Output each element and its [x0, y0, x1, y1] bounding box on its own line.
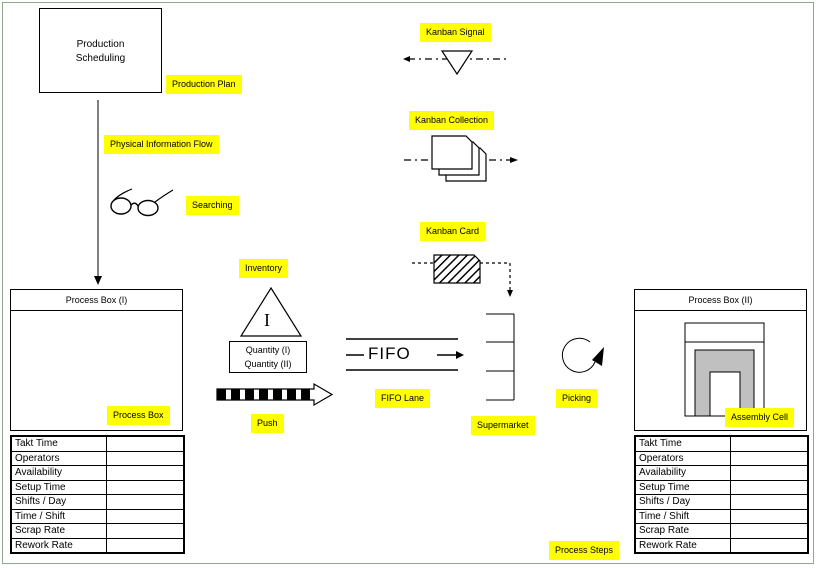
data-row: Takt Time [634, 435, 809, 452]
data-row-label: Takt Time [634, 435, 731, 452]
label-physical-information-flow: Physical Information Flow [104, 135, 219, 154]
label-kanban-collection: Kanban Collection [409, 111, 495, 130]
data-row-label: Setup Time [634, 479, 731, 495]
data-row-label: Scrap Rate [10, 523, 107, 539]
label-inventory: Inventory [239, 259, 289, 278]
data-row-value [106, 435, 185, 452]
label-supermarket: Supermarket [471, 416, 535, 435]
process-box-1-title: Process Box (I) [11, 290, 182, 311]
data-row-value [106, 450, 185, 466]
label-searching: Searching [186, 196, 239, 215]
kanban-signal-icon [403, 50, 506, 76]
fifo-lane-icon [346, 338, 464, 371]
data-row-label: Shifts / Day [634, 494, 731, 510]
fifo-text: FIFO [368, 344, 411, 363]
data-row: Scrap Rate [634, 523, 809, 539]
inventory-letter: I [264, 310, 270, 330]
data-row-label: Setup Time [10, 479, 107, 495]
data-row-value [730, 508, 809, 524]
data-row-label: Scrap Rate [634, 523, 731, 539]
data-row-label: Time / Shift [10, 508, 107, 524]
data-row: Rework Rate [634, 537, 809, 554]
supermarket-icon [486, 313, 515, 401]
data-row-label: Time / Shift [634, 508, 731, 524]
data-row-label: Rework Rate [634, 537, 731, 554]
data-row: Setup Time [634, 479, 809, 495]
data-row-value [730, 450, 809, 466]
data-row-value [106, 508, 185, 524]
data-row: Scrap Rate [10, 523, 185, 539]
data-row: Availability [10, 465, 185, 481]
data-row-value [730, 494, 809, 510]
process-box-2-title: Process Box (II) [635, 290, 806, 311]
data-row-label: Availability [10, 465, 107, 481]
data-row-value [730, 523, 809, 539]
data-row: Setup Time [10, 479, 185, 495]
label-kanban-card: Kanban Card [420, 222, 486, 241]
data-row-label: Operators [10, 450, 107, 466]
label-process-box: Process Box [107, 406, 170, 425]
production-scheduling-box: Production Scheduling [39, 8, 162, 93]
push-arrow-icon [216, 382, 334, 407]
quantity-1: Quantity (I) [245, 345, 291, 355]
information-flow-arrow [94, 100, 102, 285]
quantity-box: Quantity (I) Quantity (II) [229, 341, 307, 373]
data-row-value [730, 537, 809, 554]
data-row-value [106, 479, 185, 495]
data-row: Time / Shift [634, 508, 809, 524]
label-production-plan: Production Plan [166, 75, 242, 94]
label-picking: Picking [556, 389, 598, 408]
data-row-value [730, 435, 809, 452]
label-assembly-cell: Assembly Cell [725, 408, 795, 427]
data-row: Operators [634, 450, 809, 466]
data-row-label: Operators [634, 450, 731, 466]
data-row: Shifts / Day [10, 494, 185, 510]
picking-icon [561, 337, 604, 373]
kanban-card-icon [412, 254, 513, 297]
data-row-label: Rework Rate [10, 537, 107, 554]
data-row-value [730, 479, 809, 495]
data-row-value [730, 465, 809, 481]
glasses-icon [110, 188, 174, 217]
production-scheduling-line1: Production [76, 39, 125, 50]
data-row-value [106, 494, 185, 510]
production-scheduling-line2: Scheduling [75, 53, 126, 64]
quantity-2: Quantity (II) [244, 359, 292, 369]
data-row: Rework Rate [10, 537, 185, 554]
label-push: Push [251, 414, 284, 433]
data-row-label: Takt Time [10, 435, 107, 452]
assembly-cell-icon [684, 322, 765, 417]
triangle-icon [239, 286, 303, 337]
label-process-steps: Process Steps [549, 541, 620, 560]
data-row-label: Shifts / Day [10, 494, 107, 510]
data-row-label: Availability [634, 465, 731, 481]
data-row: Time / Shift [10, 508, 185, 524]
data-row: Availability [634, 465, 809, 481]
data-row-value [106, 523, 185, 539]
label-kanban-signal: Kanban Signal [420, 23, 491, 42]
data-row-value [106, 537, 185, 554]
data-row: Operators [10, 450, 185, 466]
kanban-collection-icon [404, 135, 518, 182]
label-fifo-lane: FIFO Lane [375, 389, 431, 408]
fifo-arrow-icon [456, 351, 464, 359]
data-row-value [106, 465, 185, 481]
data-row: Shifts / Day [634, 494, 809, 510]
data-row: Takt Time [10, 435, 185, 452]
